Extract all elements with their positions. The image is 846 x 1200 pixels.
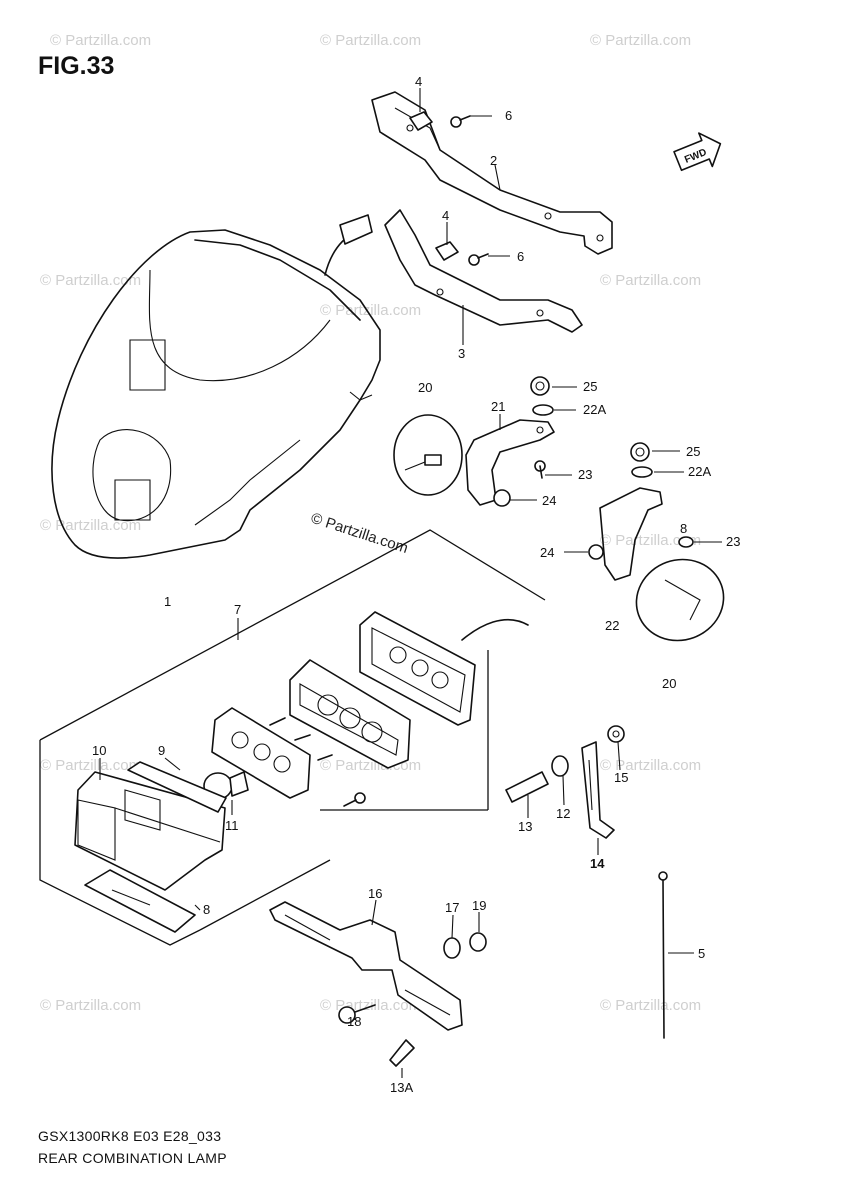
nut-15-drawing	[607, 725, 625, 743]
part-label: 22	[605, 618, 619, 633]
part-label: 3	[458, 346, 465, 361]
part-label: 15	[614, 770, 628, 785]
lens-housing-drawing	[289, 659, 411, 769]
part-label: 20	[418, 380, 432, 395]
watermark: © Partzilla.com	[600, 532, 701, 549]
screw-23-upper	[534, 460, 546, 479]
watermark: © Partzilla.com	[590, 32, 691, 49]
part-label: 24	[540, 545, 554, 560]
nut-25-upper	[530, 376, 550, 396]
bush-4-upper	[409, 111, 433, 131]
part-label: 6	[505, 108, 512, 123]
watermark: © Partzilla.com	[600, 272, 701, 289]
part-label: 14	[590, 856, 605, 871]
watermark: © Partzilla.com	[40, 757, 141, 774]
part-label: 22A	[583, 402, 606, 417]
nut-24-lower	[588, 544, 604, 560]
bracket-3-drawing	[384, 209, 583, 333]
reflector-20-right	[635, 558, 725, 642]
nut-25-lower	[630, 442, 650, 462]
part-label: 9	[158, 743, 165, 758]
part-labels: 4 6 2 4 6 3 20 25 22A 21 23 24 25 22A 8 …	[92, 74, 740, 1095]
wire-5-drawing	[658, 871, 668, 1039]
part-label: 11	[225, 818, 239, 833]
nut-19-drawing	[469, 932, 487, 952]
part-label: 4	[442, 208, 449, 223]
part-label: 18	[347, 1014, 361, 1029]
spacer-13-drawing	[505, 771, 549, 803]
part-label: 22A	[688, 464, 711, 479]
watermark: © Partzilla.com	[40, 272, 141, 289]
washer-17-drawing	[443, 937, 461, 959]
part-label: 24	[542, 493, 556, 508]
bolt-6-lower	[468, 253, 489, 266]
reflector-20-left	[393, 414, 463, 496]
part-label: 20	[662, 676, 676, 691]
part-label: 8	[203, 902, 210, 917]
part-label: 13	[518, 819, 532, 834]
gasket-drawing	[359, 611, 529, 726]
figure-title: FIG.33	[38, 52, 115, 80]
washer-22a-upper	[532, 404, 554, 416]
part-label: 19	[472, 898, 486, 913]
watermark: © Partzilla.com	[600, 997, 701, 1014]
reflector-8-drawing	[84, 869, 196, 933]
watermark: © Partzilla.com	[320, 32, 421, 49]
part-label: 1	[164, 594, 171, 609]
part-label: 25	[583, 379, 597, 394]
part-label: 23	[726, 534, 740, 549]
part-label: 13A	[390, 1080, 413, 1095]
part-label: 10	[92, 743, 106, 758]
part-label: 25	[686, 444, 700, 459]
washer-22a-lower	[631, 466, 653, 478]
watermark: © Partzilla.com	[600, 757, 701, 774]
screw-bottom	[343, 792, 366, 807]
center-watermark: © Partzilla.com	[309, 510, 410, 557]
part-label: 4	[415, 74, 422, 89]
forward-arrow-icon: FWD	[673, 132, 722, 172]
nut-24-upper	[493, 489, 511, 507]
gasket-9-drawing	[127, 761, 227, 813]
bracket-21	[465, 419, 555, 506]
lamp-housing-1-drawing	[51, 214, 381, 559]
leader-lines	[99, 88, 722, 1078]
part-label: 17	[445, 900, 459, 915]
watermark: © Partzilla.com	[50, 32, 151, 49]
assembly-7-outline	[39, 529, 546, 946]
part-label: 8	[680, 521, 687, 536]
watermark: © Partzilla.com	[40, 997, 141, 1014]
part-label: 5	[698, 946, 705, 961]
bush-4-lower	[435, 241, 459, 261]
lens-10-drawing	[74, 771, 226, 891]
part-label: 21	[491, 399, 505, 414]
part-label: 12	[556, 806, 570, 821]
diagram-caption: REAR COMBINATION LAMP	[38, 1150, 227, 1166]
washer-12-drawing	[551, 755, 569, 777]
socket-plate-drawing	[211, 707, 333, 799]
part-label: 23	[578, 467, 592, 482]
bracket-22	[599, 487, 663, 581]
bracket-2-drawing	[371, 91, 613, 255]
bracket-16-drawing	[269, 901, 463, 1031]
bolt-6-upper	[450, 115, 471, 128]
screw-23-lower	[678, 536, 694, 548]
model-code: GSX1300RK8 E03 E28_033	[38, 1128, 222, 1144]
bulb-13a-drawing	[389, 1039, 415, 1067]
part-label: 16	[368, 886, 382, 901]
part-label: 7	[234, 602, 241, 617]
bracket-14-drawing	[581, 741, 615, 839]
part-label: 6	[517, 249, 524, 264]
part-label: 2	[490, 153, 497, 168]
